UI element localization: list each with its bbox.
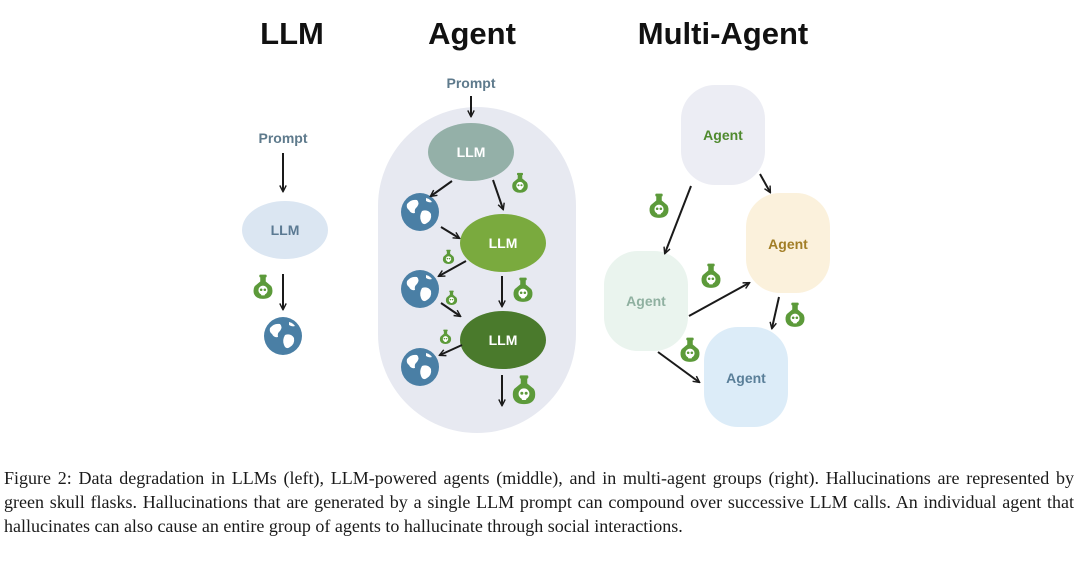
panel-llm: Prompt LLM: [242, 130, 328, 355]
agent-llm-node-2: [460, 214, 546, 272]
globe-icon: [401, 193, 439, 231]
agent-llm-label-1: LLM: [457, 144, 486, 160]
header-multi-agent: Multi-Agent: [638, 16, 808, 51]
arrow-right-to-bottom: [772, 296, 780, 328]
globe-icon: [401, 348, 439, 386]
agent-node-bottom: [704, 327, 788, 427]
llm-prompt-label: Prompt: [259, 130, 308, 146]
arrow-llm1-to-globe: [431, 180, 453, 196]
agent-node-left: [604, 251, 688, 351]
figure-diagram: LLM Agent Multi-Agent Prompt LLM Prompt …: [242, 16, 830, 433]
arrow-llm3-to-globe: [440, 344, 463, 355]
agent-prompt-label: Prompt: [447, 75, 496, 91]
agent-node-right-label: Agent: [768, 236, 808, 252]
skull-flask-icon: [785, 302, 805, 327]
agent-node-left-label: Agent: [626, 293, 666, 309]
header-agent: Agent: [428, 16, 516, 51]
skull-flask-icon: [701, 263, 721, 288]
agent-llm-node-3: [460, 311, 546, 369]
arrow-top-to-right: [759, 173, 770, 192]
arrow-llm2-to-globe: [439, 260, 467, 276]
globe-icon: [264, 317, 302, 355]
figure-caption: Figure 2: Data degradation in LLMs (left…: [4, 468, 1074, 536]
header-llm: LLM: [260, 16, 324, 51]
arrow-globe-to-llm2: [440, 226, 459, 238]
panel-multi-agent: Agent Agent Agent Agent: [604, 85, 830, 427]
agent-llm-label-2: LLM: [489, 235, 518, 251]
skull-flask-icon: [680, 337, 700, 362]
agent-node-top: [681, 85, 765, 185]
agent-llm-node-1: [428, 123, 514, 181]
arrow-llm1-to-llm2: [492, 179, 503, 209]
skull-flask-icon: [649, 193, 669, 218]
skull-flask-icon: [253, 274, 273, 299]
agent-node-top-label: Agent: [703, 127, 743, 143]
agent-node-right: [746, 193, 830, 293]
arrow-globe-to-llm3: [440, 302, 460, 316]
llm-node-label: LLM: [271, 222, 300, 238]
arrow-left-to-bottom: [657, 351, 699, 382]
llm-node: [242, 201, 328, 259]
globe-icon: [401, 270, 439, 308]
agent-node-bottom-label: Agent: [726, 370, 766, 386]
arrow-top-to-left: [665, 185, 692, 253]
agent-llm-label-3: LLM: [489, 332, 518, 348]
panel-agent: Prompt LLM LLM LLM: [378, 75, 576, 433]
arrow-left-to-right: [688, 283, 749, 317]
